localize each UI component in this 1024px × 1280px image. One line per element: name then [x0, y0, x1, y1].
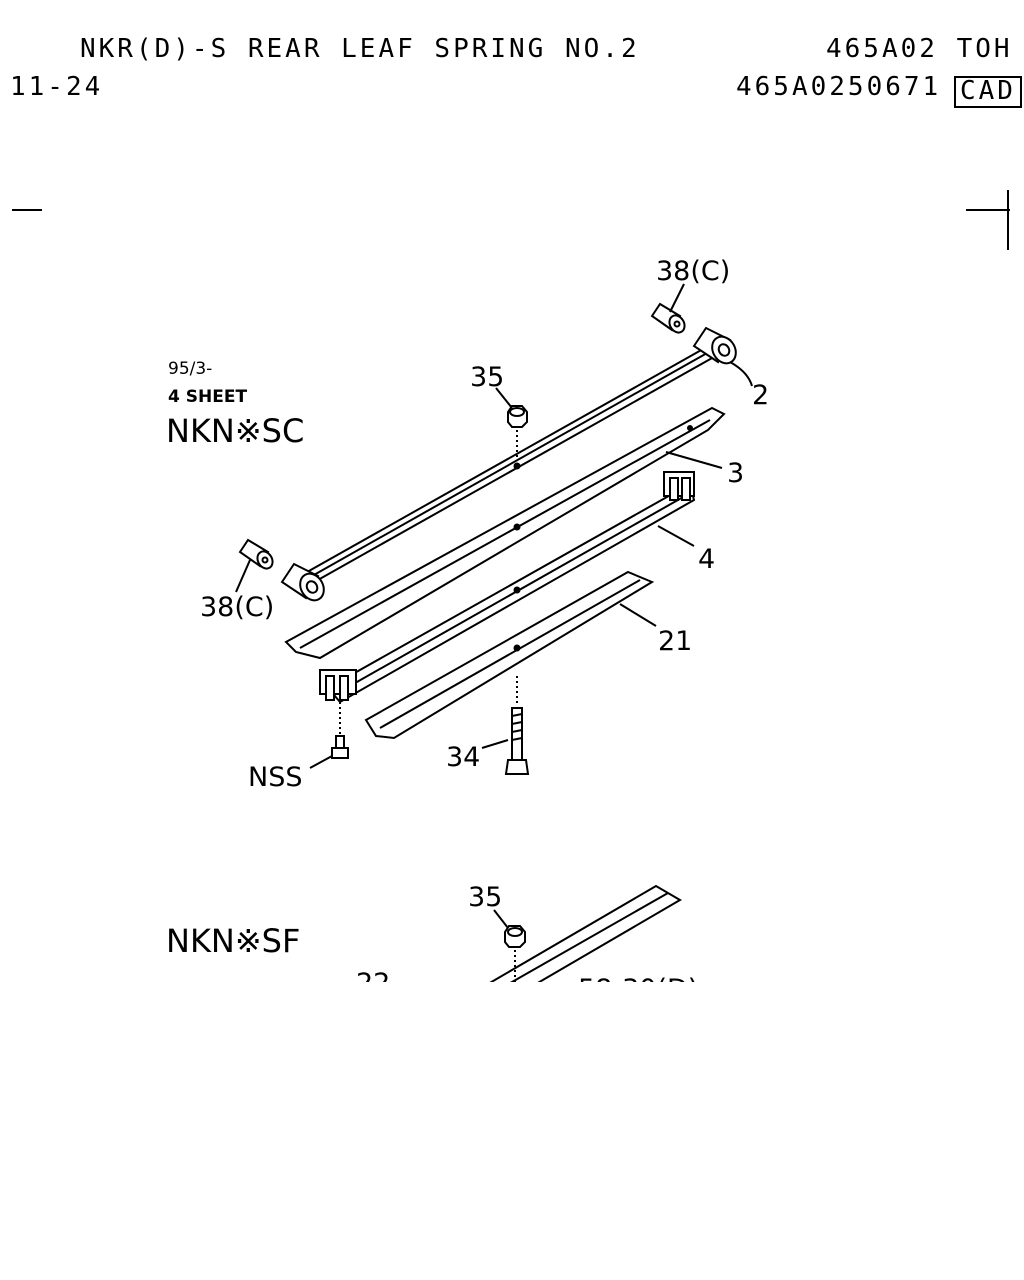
period-note: 95/3- [168, 359, 212, 379]
sheet-note: 4 SHEET [168, 387, 247, 407]
nut-35-sf [504, 925, 526, 982]
group-code: 465A02 TOH [826, 34, 1013, 64]
callout-34: 34 [446, 742, 480, 773]
second-leaf-3 [284, 406, 726, 660]
fourth-leaf-21 [364, 570, 655, 740]
date-code: 11-24 [10, 72, 104, 102]
callout-21: 21 [658, 626, 692, 657]
callout-22: 22 [356, 968, 390, 999]
main-leaf-no2 [298, 342, 723, 587]
callout-35-sf: 35 [468, 882, 502, 913]
callout-58-30d: 58-30(D) [578, 974, 698, 1005]
diagram-title: NKR(D)-S REAR LEAF SPRING NO.2 [80, 34, 640, 64]
eye-bushing-front [280, 562, 325, 602]
callout-2: 2 [752, 380, 769, 411]
bushing-38c-front [238, 538, 274, 570]
leader-lines [235, 283, 753, 769]
center-bolt-34 [504, 676, 530, 775]
bushing-38c-rear [650, 302, 686, 334]
nut-35 [507, 405, 528, 460]
third-leaf-4 [319, 471, 696, 704]
callout-3: 3 [727, 458, 744, 489]
cad-tag: CAD [954, 76, 1022, 108]
callout-35-sc: 35 [470, 362, 504, 393]
leader-35-sf [493, 909, 509, 929]
clip-bolt-nss [331, 702, 349, 759]
callout-38c-rear: 38(C) [656, 256, 730, 287]
callout-4: 4 [698, 544, 715, 575]
model-label-sf: NKN※SF [166, 922, 300, 960]
callout-38c-front: 38(C) [200, 592, 274, 623]
leaf-sf [489, 884, 682, 982]
registration-marks [12, 190, 1010, 250]
drawing-number: 465A0250671 [736, 72, 942, 102]
eye-bushing-rear [692, 326, 737, 365]
callout-nss: NSS [248, 762, 302, 793]
model-label-sc: NKN※SC [166, 412, 304, 450]
